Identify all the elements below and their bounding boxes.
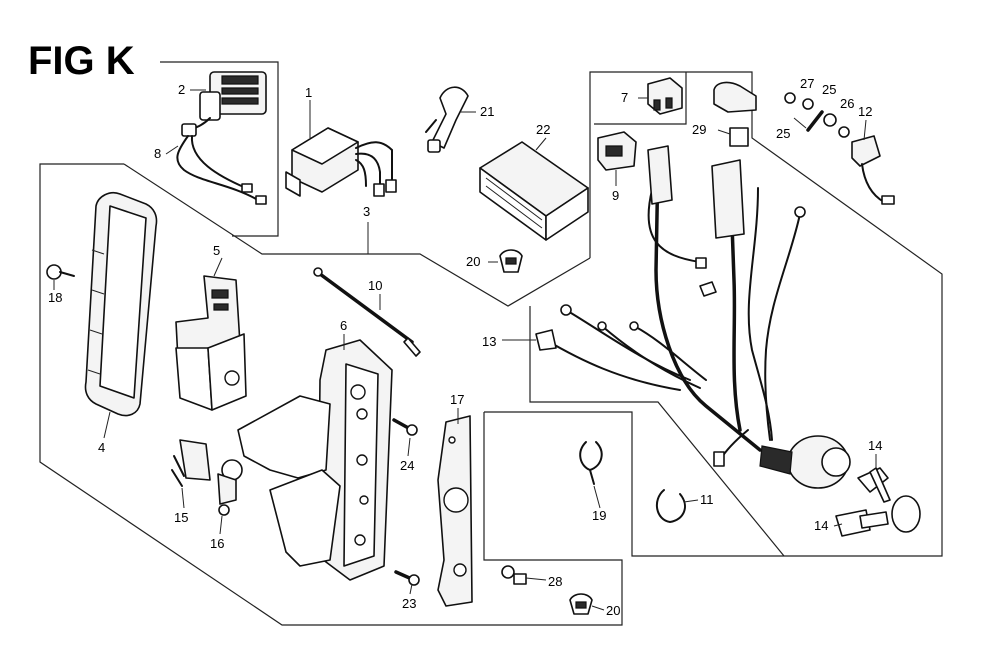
callout-11: 11 xyxy=(700,492,714,507)
key-part-upper xyxy=(857,467,921,533)
bolt-part-23 xyxy=(394,570,420,586)
relay-part xyxy=(647,77,683,115)
bolt-part-28 xyxy=(501,565,527,585)
callout-17: 17 xyxy=(450,392,464,407)
callout-25-upper: 25 xyxy=(822,82,836,97)
callout-14-upper: 14 xyxy=(868,438,882,453)
callout-20-upper: 20 xyxy=(466,254,480,269)
callout-25-lower: 25 xyxy=(776,126,790,141)
callout-10: 10 xyxy=(368,278,382,293)
callout-4: 4 xyxy=(98,440,105,455)
clip-part-lower xyxy=(569,593,593,615)
callout-3: 3 xyxy=(363,204,370,219)
callout-27: 27 xyxy=(800,76,814,91)
callout-16: 16 xyxy=(210,536,224,551)
callout-22: 22 xyxy=(536,122,550,137)
cable-part xyxy=(313,267,421,357)
bracket-part xyxy=(175,275,247,411)
ignition-switch-part xyxy=(759,435,851,489)
group-outlines xyxy=(39,61,943,626)
control-box-part xyxy=(479,141,589,241)
callout-7: 7 xyxy=(621,90,628,105)
callout-20-lower: 20 xyxy=(606,603,620,618)
figure-title: FIG K xyxy=(28,39,135,83)
clip-part-19 xyxy=(579,441,603,485)
group-outline-harness xyxy=(589,71,943,557)
callout-6: 6 xyxy=(340,318,347,333)
callout-12: 12 xyxy=(858,104,872,119)
group-outline-control-panel xyxy=(39,163,623,626)
group-outline-control-panel-top xyxy=(123,163,591,307)
callout-1: 1 xyxy=(305,85,312,100)
clip-part-upper xyxy=(499,249,523,273)
callout-5: 5 xyxy=(213,243,220,258)
callout-23: 23 xyxy=(402,596,416,611)
regulator-part xyxy=(176,71,267,205)
callout-14-lower: 14 xyxy=(814,518,828,533)
callout-21: 21 xyxy=(480,104,494,119)
callout-28: 28 xyxy=(548,574,562,589)
group-outline-harness-bottom xyxy=(529,306,785,557)
main-panel-part xyxy=(237,339,393,581)
panel-cover-part xyxy=(84,191,158,417)
fuse-cover-part xyxy=(713,81,757,147)
coupler-part xyxy=(597,131,637,171)
group-outline-clips xyxy=(484,411,784,557)
callout-19: 19 xyxy=(592,508,606,523)
key-part-lower xyxy=(835,509,889,537)
group-outline-regulator xyxy=(160,61,279,237)
bolt-part-24 xyxy=(392,418,418,436)
washers-parts xyxy=(784,92,850,138)
callout-8: 8 xyxy=(154,146,161,161)
screw-part-18 xyxy=(46,264,75,280)
breaker-part xyxy=(217,459,243,516)
group-outline-relay xyxy=(594,72,687,125)
clamp-part xyxy=(425,86,469,153)
callout-24: 24 xyxy=(400,458,414,473)
switch-part xyxy=(171,439,211,487)
clip-part-11 xyxy=(655,489,686,524)
wire-harness-part xyxy=(535,145,806,467)
callout-13: 13 xyxy=(482,334,496,349)
sensor-part xyxy=(851,135,895,205)
callout-2: 2 xyxy=(178,82,185,97)
callout-26: 26 xyxy=(840,96,854,111)
callout-15: 15 xyxy=(174,510,188,525)
cdi-unit-part xyxy=(285,127,397,197)
gasket-plate-part xyxy=(437,415,473,607)
leader-lines xyxy=(53,89,877,611)
callout-labels: 1 2 3 4 5 6 7 8 9 10 11 12 13 14 14 15 1… xyxy=(48,76,882,618)
callout-9: 9 xyxy=(612,188,619,203)
callout-18: 18 xyxy=(48,290,62,305)
callout-29: 29 xyxy=(692,122,706,137)
